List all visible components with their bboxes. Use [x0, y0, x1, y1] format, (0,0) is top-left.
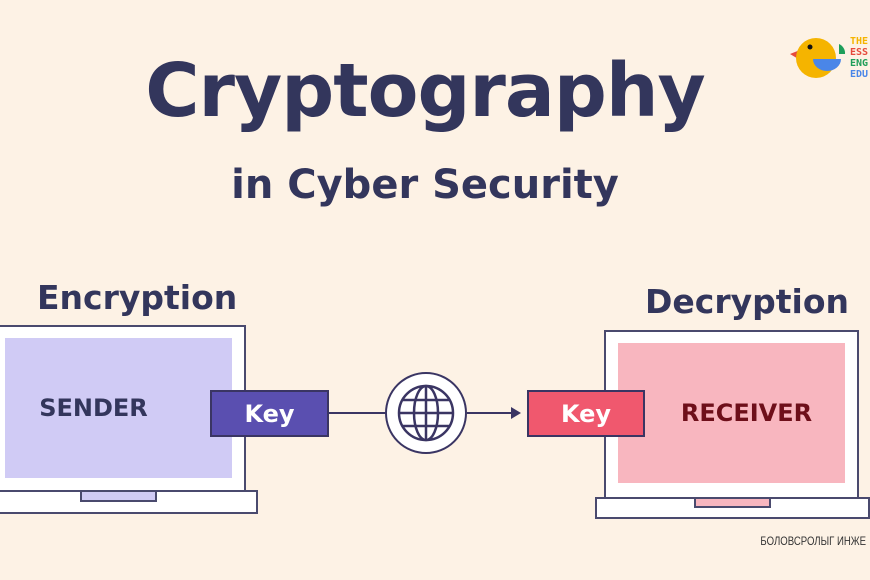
receiver-touchpad [694, 497, 771, 508]
sender-touchpad [80, 490, 157, 502]
receiver-key: Key [527, 390, 645, 437]
logo-text: ENG [850, 58, 869, 69]
logo-text: EDU [850, 69, 869, 80]
page-title: Cryptography [145, 48, 706, 134]
page-subtitle: in Cyber Security [231, 162, 619, 208]
logo-text: THE [850, 36, 869, 47]
globe-icon [385, 372, 467, 454]
receiver-key-label: Key [560, 399, 612, 428]
network-connector [328, 372, 521, 454]
duck-logo-icon [790, 38, 846, 78]
decryption-label: Decryption [645, 282, 849, 321]
sender-key-label: Key [244, 399, 295, 428]
logo: THE ESS ENG EDU [788, 34, 870, 82]
receiver-label: RECEIVER [680, 399, 813, 427]
sender-screen: SENDER [5, 338, 232, 478]
receiver-screen: RECEIVER [618, 343, 845, 483]
footer-text: БОЛОВСРОЛЫГ ИНЖЕ [760, 534, 866, 548]
logo-text: ESS [850, 47, 869, 58]
sender-key: Key [210, 390, 329, 437]
sender-label: SENDER [39, 394, 148, 422]
encryption-label: Encryption [37, 278, 238, 317]
arrow-icon [511, 407, 521, 419]
